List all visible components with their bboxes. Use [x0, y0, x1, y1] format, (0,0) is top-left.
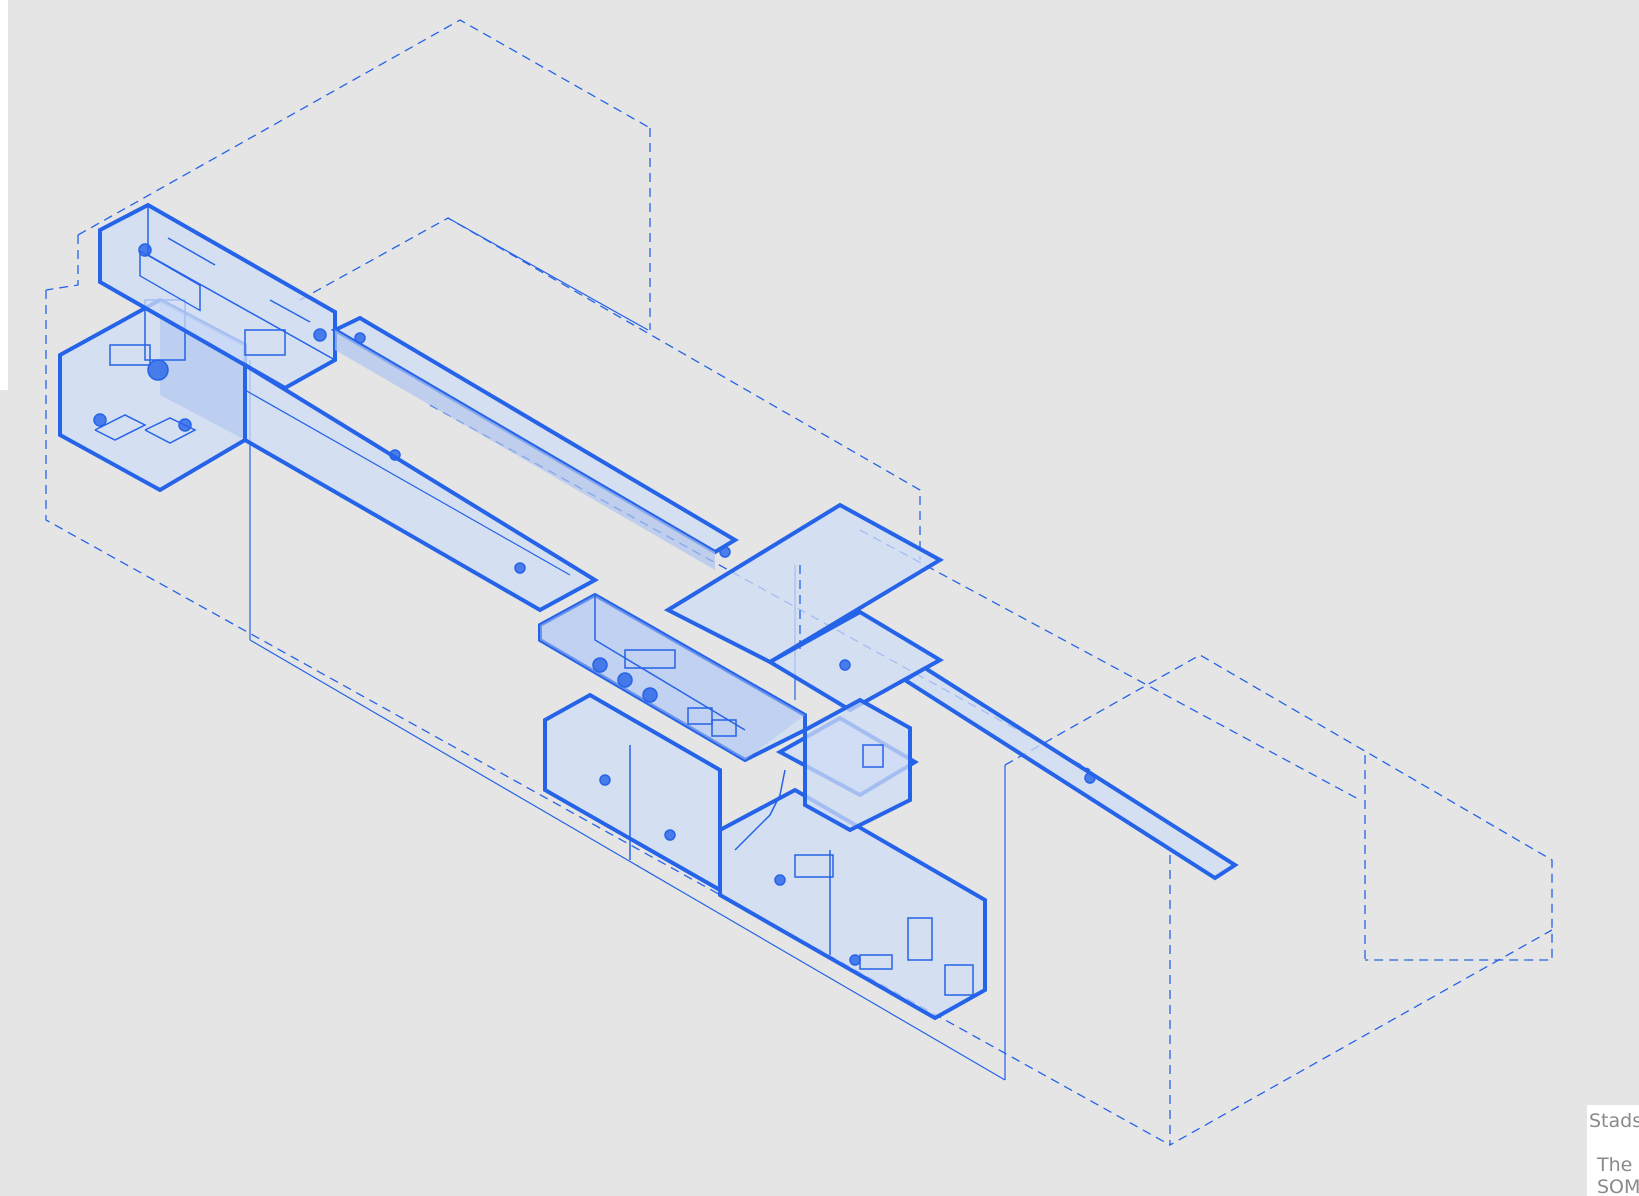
corridor-figure-2	[389, 449, 401, 461]
ghost-upper-line	[859, 529, 1361, 801]
corridor-figure-4	[719, 546, 731, 558]
lower-desk	[859, 954, 893, 970]
left-upper-figure-2	[313, 328, 327, 342]
lower-cabinet-1	[794, 854, 834, 878]
caption-line-2: The N	[1597, 1154, 1639, 1176]
lower-room-right	[718, 787, 987, 1021]
corridor-figure-5	[1084, 772, 1096, 784]
left-lower-sofa	[109, 344, 151, 366]
ghost-left-edge	[45, 235, 79, 291]
gym-machine-1	[592, 657, 608, 673]
caption-line-1: Stadsv	[1589, 1110, 1639, 1132]
left-upper-figure-1	[138, 243, 152, 257]
gym-machine-3	[642, 687, 658, 703]
left-upper-room	[98, 202, 337, 391]
gym-machine-2	[617, 672, 633, 688]
left-upper-ceiling-light-2	[269, 299, 311, 323]
ghost-middle-roof	[299, 217, 921, 560]
lower-figure-4	[849, 954, 861, 966]
white-margin-panel	[0, 0, 8, 390]
central-middle-plate	[766, 609, 944, 713]
staircase	[734, 769, 786, 851]
ghost-right-block-top	[1004, 654, 1553, 961]
left-lower-round-table	[147, 359, 169, 381]
lower-figure-1	[599, 774, 611, 786]
left-upper-long-table	[139, 249, 201, 312]
lower-figure-2	[664, 829, 676, 841]
corridor-figure-3	[514, 562, 526, 574]
gym-room-backwall	[594, 595, 746, 731]
corridor-figure-1	[354, 332, 366, 344]
gym-equipment-rack	[624, 649, 676, 669]
upper-corridor-wall	[335, 330, 715, 570]
left-upper-ceiling-light-1	[167, 237, 216, 266]
central-figure	[839, 659, 851, 671]
lower-rooms	[543, 692, 987, 1021]
corridors	[243, 315, 1239, 881]
right-corridor	[901, 665, 1239, 881]
gym-bench-1	[687, 707, 713, 725]
ghost-solid-front	[249, 639, 1006, 1081]
left-lower-figure-1	[93, 413, 107, 427]
left-lower-table-1	[94, 414, 147, 441]
lower-corridor-rail	[244, 389, 571, 576]
gym-bench-2	[711, 719, 737, 737]
lower-cabinet-3	[944, 964, 974, 996]
left-upper-counter	[244, 329, 286, 356]
left-lower-figure-2	[178, 418, 192, 432]
lower-cabinet-2	[907, 917, 933, 961]
left-lower-table-2	[144, 417, 197, 444]
ghost-right-block-front	[1169, 855, 1553, 1147]
ghost-left-block-top	[77, 19, 651, 236]
lower-chair-unit	[862, 744, 884, 768]
ghost-solid-ridge	[447, 217, 649, 331]
gym-room	[538, 592, 807, 763]
stair-room	[803, 697, 912, 833]
lower-figure-3	[774, 874, 786, 886]
gym-room-floor	[540, 595, 805, 760]
caption-panel: Stadsv The N SOM	[1587, 1105, 1639, 1196]
lower-corridor	[243, 361, 599, 613]
caption-line-3: SOM	[1597, 1176, 1639, 1196]
central-upper-plate	[663, 502, 945, 665]
